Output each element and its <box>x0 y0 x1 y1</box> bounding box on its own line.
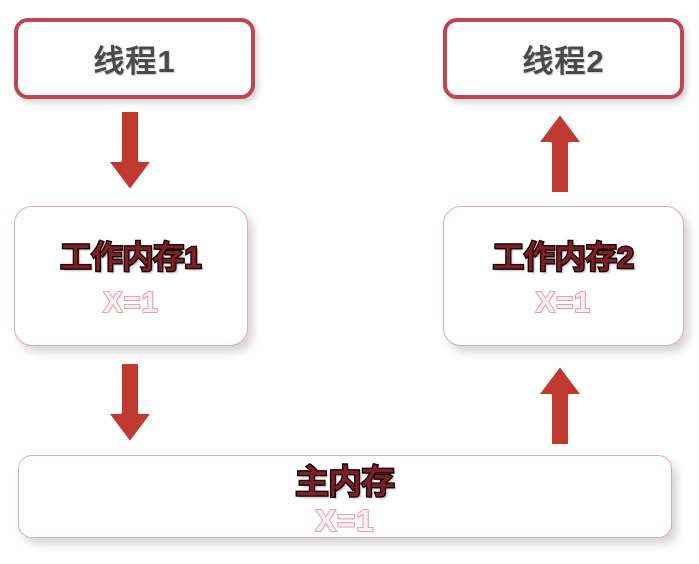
working-memory-1-title: 工作内存1 <box>59 239 203 277</box>
arrow-main-memory-to-working-memory2-icon <box>532 360 588 448</box>
arrow-working-memory2-to-thread2-icon <box>532 108 588 196</box>
thread-2-label: 线程2 <box>522 44 605 79</box>
working-memory-2-title: 工作内存2 <box>492 239 636 277</box>
thread-1-label: 线程1 <box>93 44 176 79</box>
main-memory-title: 主内存 <box>294 461 396 501</box>
thread-box-2: 线程2 <box>443 18 684 99</box>
working-memory-1-value: X=1 <box>102 286 159 320</box>
working-memory-box-2: 工作内存2 X=1 <box>443 206 684 346</box>
arrow-working-memory1-to-main-memory-icon <box>102 360 158 448</box>
working-memory-box-1: 工作内存1 X=1 <box>14 206 248 346</box>
main-memory-box: 主内存 X=1 <box>18 455 672 538</box>
main-memory-value: X=1 <box>315 502 375 539</box>
working-memory-2-value: X=1 <box>535 286 592 320</box>
thread-box-1: 线程1 <box>14 18 255 99</box>
arrow-thread1-to-working-memory1-icon <box>102 108 158 196</box>
